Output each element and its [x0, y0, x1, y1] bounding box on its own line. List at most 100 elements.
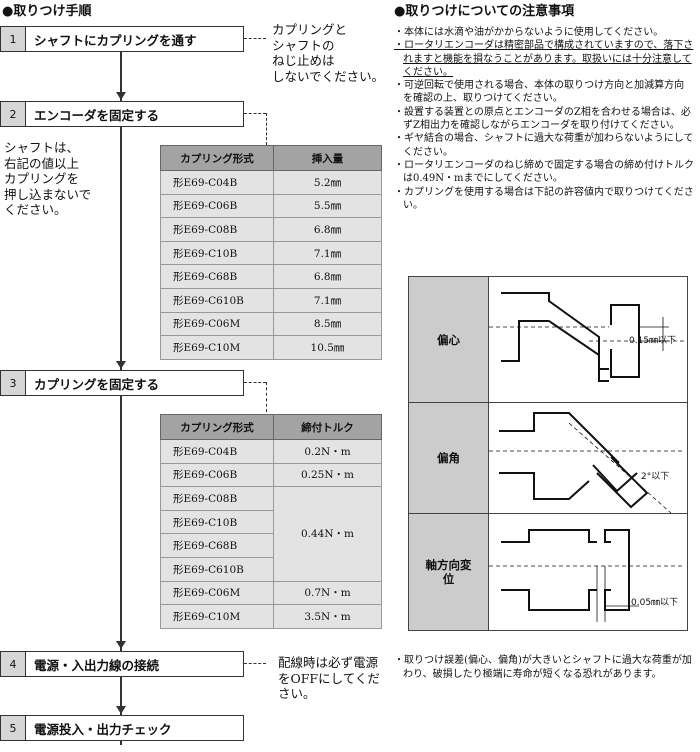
note-line: カプリングを — [4, 171, 80, 186]
procedure-heading: ●取りつけ手順 — [2, 4, 92, 19]
table-cell: 7.1㎜ — [273, 240, 382, 266]
step-label: シャフトにカプリングを通す — [34, 32, 197, 48]
list-item: ・ロータリエンコーダは精密部品で構成されていますので、落下されますと機能を損なう… — [394, 40, 694, 78]
table-cell: 形E69-C610B — [160, 287, 274, 313]
table-cell: 5.5㎜ — [273, 193, 382, 219]
table-row: 形E69-C10B — [160, 509, 382, 535]
table-cell: 10.5㎜ — [273, 335, 382, 360]
step-number: 1 — [1, 27, 26, 51]
connector-line — [244, 382, 266, 383]
step-label: エンコーダを固定する — [34, 107, 160, 123]
tolerance-diagram: 偏心 偏角 軸方向変位 0.15㎜以下 2°以下 — [408, 276, 688, 631]
row-label-axial: 軸方向変位 — [409, 514, 489, 630]
note-step-2: シャフトは、 右記の値以上 カプリングを 押し込まないで ください。 — [4, 140, 91, 218]
cautions-heading: ●取りつけについての注意事項 — [394, 4, 575, 19]
bottom-caution: ・取りつけ誤差(偏心、偏角)が大きいとシャフトに過大な荷重が加わり、破損したり極… — [394, 655, 692, 680]
row-label-angle: 偏角 — [409, 403, 489, 513]
step-label: カプリングを固定する — [34, 376, 160, 392]
angle-drawing — [489, 412, 685, 513]
cautions-list: ・本体には水滴や油がかからないように使用してください。 ・ロータリエンコーダは精… — [394, 26, 694, 212]
table-cell: 7.1㎜ — [273, 287, 382, 313]
table-cell: 0.25N・m — [273, 462, 382, 488]
divider — [409, 513, 687, 514]
table-header: 挿入量 — [273, 145, 382, 171]
table-row: 形E69-C68B — [160, 533, 382, 558]
list-item: ・ロータリエンコーダのねじ締めで固定する場合の締め付けトルクは0.49N・mまで… — [394, 159, 694, 185]
axial-drawing — [489, 529, 685, 622]
table-cell: 形E69-C68B — [160, 264, 274, 289]
table-cell: 形E69-C68B — [160, 533, 274, 558]
list-item: ・カプリングを使用する場合は下記の許容値内で取りつけてください。 — [394, 186, 694, 211]
note-line: 押し込まないで — [4, 186, 92, 202]
flow-arrow — [116, 706, 126, 714]
list-item: ・可逆回転で使用される場合、本体の取りつけ方向と加減算方向を確認の上、取りつけて… — [394, 80, 685, 105]
flow-arrow — [116, 92, 126, 100]
row-label-eccentricity: 偏心 — [409, 277, 489, 402]
table-header: カプリング形式 — [160, 414, 274, 440]
step-number: 3 — [1, 371, 26, 395]
step-3: 3 カプリングを固定する — [0, 370, 244, 396]
table-cell: 6.8㎜ — [273, 217, 382, 242]
note-line: 右記の値以上 — [4, 155, 80, 171]
step-1: 1 シャフトにカプリングを通す — [0, 26, 244, 52]
connector-line — [244, 113, 266, 114]
table-cell: 0.44N・m — [273, 486, 382, 582]
divider — [409, 402, 687, 403]
table-cell: 形E69-C10B — [160, 240, 274, 266]
table-cell: 形E69-C04B — [160, 170, 274, 195]
step-number: 2 — [1, 102, 26, 126]
note-step-1: カプリングと シャフトの ねじ止めは しないでください。 — [272, 22, 384, 84]
flow-arrow — [116, 641, 126, 649]
table-cell: 形E69-C06M — [160, 311, 274, 337]
note-line: シャフトは、 — [4, 140, 80, 155]
table-cell: 形E69-C10M — [160, 604, 274, 629]
note-line: をOFFにしてくだ — [278, 670, 380, 686]
table-cell: 0.2N・m — [273, 439, 382, 464]
table-row: 形E69-C610B — [160, 556, 382, 582]
eccentricity-value: 0.15㎜以下 — [629, 336, 677, 346]
table-cell: 3.5N・m — [273, 604, 382, 629]
table-cell: 0.7N・m — [273, 580, 382, 606]
table-cell: 形E69-C10M — [160, 335, 274, 360]
table-header: カプリング形式 — [160, 145, 274, 171]
step-number: 5 — [1, 716, 26, 740]
table-cell: 形E69-C10B — [160, 509, 274, 535]
list-item: ・本体には水滴や油がかからないように使用してください。 — [394, 27, 664, 38]
table-cell: 6.8㎜ — [273, 264, 382, 289]
table-cell: 形E69-C04B — [160, 439, 274, 464]
step-4: 4 電源・入出力線の接続 — [0, 651, 244, 677]
note-line: ください。 — [4, 202, 67, 217]
step-5: 5 電源投入・出力チェック — [0, 715, 244, 741]
connector-line — [266, 113, 267, 145]
step-label: 電源投入・出力チェック — [34, 721, 172, 737]
axial-value: 0.05㎜以下 — [631, 598, 679, 608]
list-item: ・ギヤ結合の場合、シャフトに過大な荷重が加わらないようにしてください。 — [394, 133, 694, 158]
flow-arrow — [116, 361, 126, 369]
table-cell: 形E69-C08B — [160, 217, 274, 242]
table-cell: 形E69-C610B — [160, 556, 274, 582]
angle-value: 2°以下 — [641, 472, 670, 482]
table-cell: 形E69-C08B — [160, 486, 274, 511]
step-2: 2 エンコーダを固定する — [0, 101, 244, 127]
connector-line — [244, 38, 266, 39]
table-cell: 形E69-C06B — [160, 193, 274, 219]
note-step-4: 配線時は必ず電源 をOFFにしてくだ さい。 — [278, 655, 380, 702]
table-header: 締付トルク — [273, 414, 382, 440]
note-line: しないでください。 — [272, 68, 385, 84]
note-line: ねじ止めは — [272, 53, 335, 68]
step-number: 4 — [1, 652, 26, 676]
table-cell: 8.5㎜ — [273, 311, 382, 337]
step-label: 電源・入出力線の接続 — [34, 657, 160, 673]
